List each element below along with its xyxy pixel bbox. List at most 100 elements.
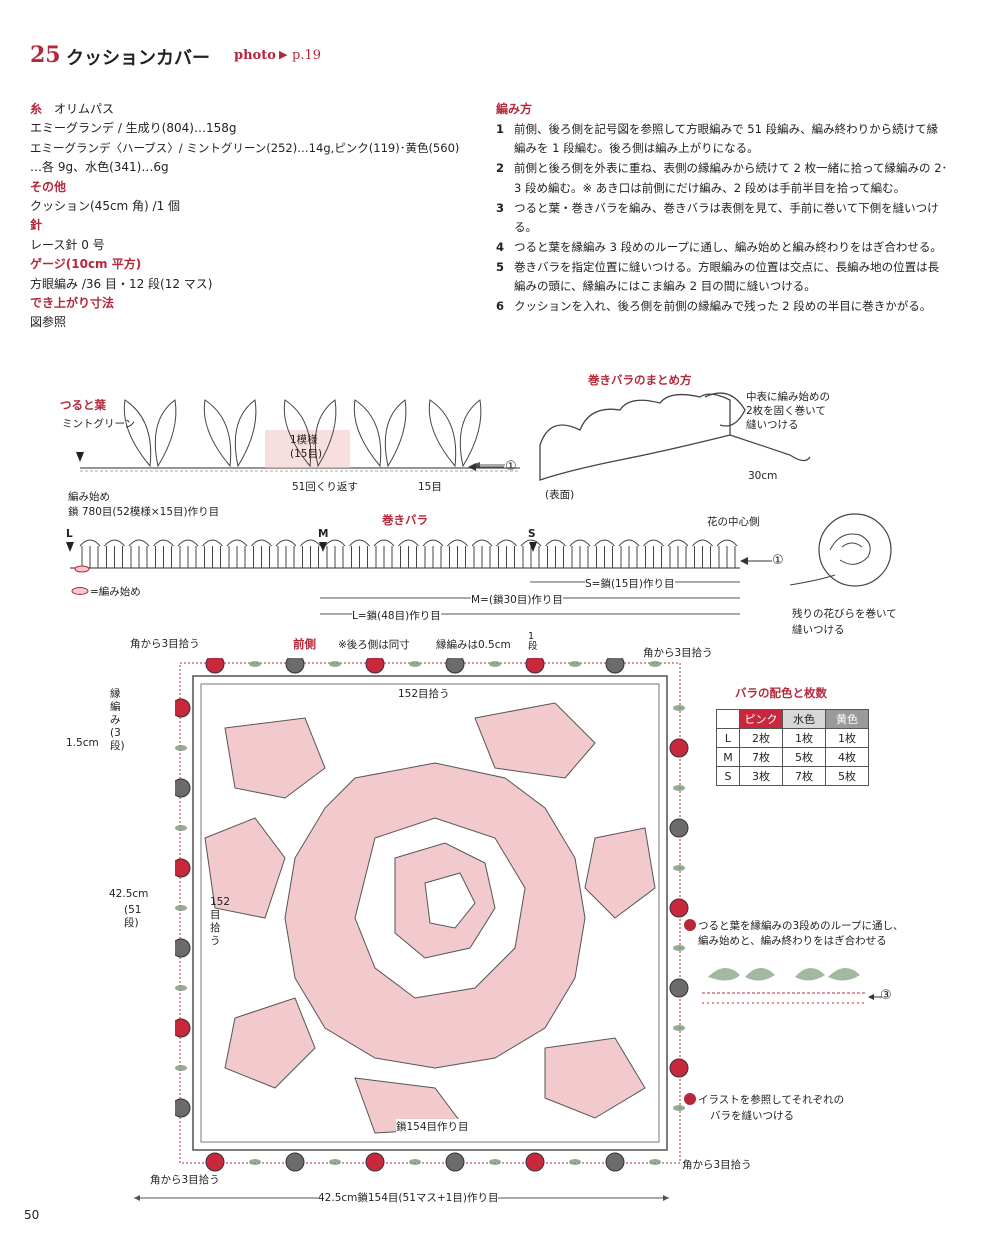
leaf-icon [569,1159,581,1165]
leaf [353,399,407,468]
leaf-icon [673,865,685,871]
leaf-icon [329,661,341,667]
table-cell: 1枚 [825,728,869,748]
start-triangle-icon [76,452,84,462]
step-number: 3 [496,200,505,215]
other-line: クッション(45cm 角) /1 個 [30,199,181,214]
step-number: 5 [496,259,505,274]
rose-icon [669,738,689,758]
leaf-icon [409,1159,421,1165]
rose-icon [175,778,191,798]
border-note: 縁編みは0.5cm [436,639,511,651]
back-note: ※後ろ側は同寸 [338,639,410,651]
petal-mark [643,539,664,568]
petal-mark [349,539,370,568]
leaf-icon [649,661,661,667]
start-legend: =編み始め [90,586,141,598]
step-6: 6 クッションを入れ、後ろ側を前側の縁編みで残った 2 段めの半目に巻きかがる。 [496,297,948,317]
step-2: 2 前側と後ろ側を外表に重ね、表側の縁編みから続けて 2 枚一緒に拾って縁編みの … [496,159,948,198]
rose-icon [175,698,191,718]
leaf-icon [175,905,187,911]
petal-mark [128,539,150,568]
step-number: 4 [496,239,505,254]
triangle-icon: ▶ [279,48,288,61]
rose-icon [669,978,689,998]
leaf-icon [249,661,261,667]
table-cell: 5枚 [825,766,869,786]
petal-mark [177,539,199,568]
table-header: 黄色 [825,709,869,729]
leaf-icon [649,1159,661,1165]
leaf-icon [673,1025,685,1031]
m-length: M=(鎖30目)作り目 [471,592,563,607]
step-number: 6 [496,299,505,314]
leaf-icon [673,1105,685,1111]
side-pick-count: 152目拾う [210,896,231,947]
needle-heading: 針 [30,218,43,233]
petal-mark [545,539,566,568]
vine-attach-sketch [702,967,865,1004]
rose-motif [204,702,656,1134]
step-number: 2 [496,161,505,176]
yarn-line: …各 9g、水色(341)…6g [30,160,169,175]
rose-icon [669,898,689,918]
leaf-icon [175,1065,187,1071]
photo-label: photo [234,48,276,63]
leaf [203,399,257,468]
step-text: 前側と後ろ側を外表に重ね、表側の縁編みから続けて 2 枚一緒に拾って縁編みの 2… [514,161,948,195]
petal-mark [104,539,125,568]
start-legend-icon [71,587,89,595]
rose-icon [175,1018,191,1038]
step-text: クッションを入れ、後ろ側を前側の縁編みで残った 2 段めの半目に巻きかがる。 [514,299,932,314]
start-marker-L-icon [66,542,74,552]
petal-mark [496,539,517,568]
leaf-icon [175,745,187,751]
border-side-cm: 1.5cm [66,737,99,749]
leaf-icon [489,1159,501,1165]
petal-mark [569,539,591,568]
rose-icon [525,1152,545,1172]
border-rows: 1段 [528,631,538,652]
vine-leaf-diagram [76,399,520,472]
petal-mark [79,539,101,568]
flower-center-label: 花の中心側 [707,516,760,528]
note-1b: 編み始めと、編み終わりをはぎ合わせる [698,935,887,947]
rose-icon [205,1152,225,1172]
leaf-icon [329,1159,341,1165]
leaf-icon [409,661,421,667]
table-row: L 2枚 1枚 1枚 [716,728,869,748]
start-marker-S-icon [529,542,537,552]
size-heading: でき上がり寸法 [30,296,115,311]
rose-icon [175,858,191,878]
rolled-rose-sketch [789,513,892,587]
table-cell: L [716,728,740,748]
rose-icon [445,658,465,674]
vine-chain: 鎖 780目(52模様×15目)作り目 [68,506,220,518]
repeat-times: 51回くり返す [292,481,358,493]
petal-mark [716,539,738,568]
rose-finish-title: 巻きバラのまとめ方 [588,373,692,387]
page-number: 50 [24,1208,40,1222]
yarn-line: エミーグランデ〈ハーブス〉/ ミントグリーン(252)…14g,ピンク(119)… [30,140,460,155]
petal-mark [226,539,248,568]
leaf-icon [673,945,685,951]
petal-mark [153,539,174,568]
rose-icon [525,658,545,674]
rose-icon [285,658,305,674]
leaf [123,399,177,468]
rose-icon [205,658,225,674]
petal-mark [300,539,321,568]
rose-icon [285,1152,305,1172]
petal-mark [692,539,713,568]
table-header: 水色 [782,709,826,729]
table-header: ピンク [739,709,783,729]
other-heading: その他 [30,179,67,194]
s-length: S=鎖(15目)作り目 [585,576,675,591]
table-cell: 5枚 [782,747,826,767]
rose-icon [605,658,625,674]
bottom-chain: 鎖154目作り目 [396,1119,469,1134]
